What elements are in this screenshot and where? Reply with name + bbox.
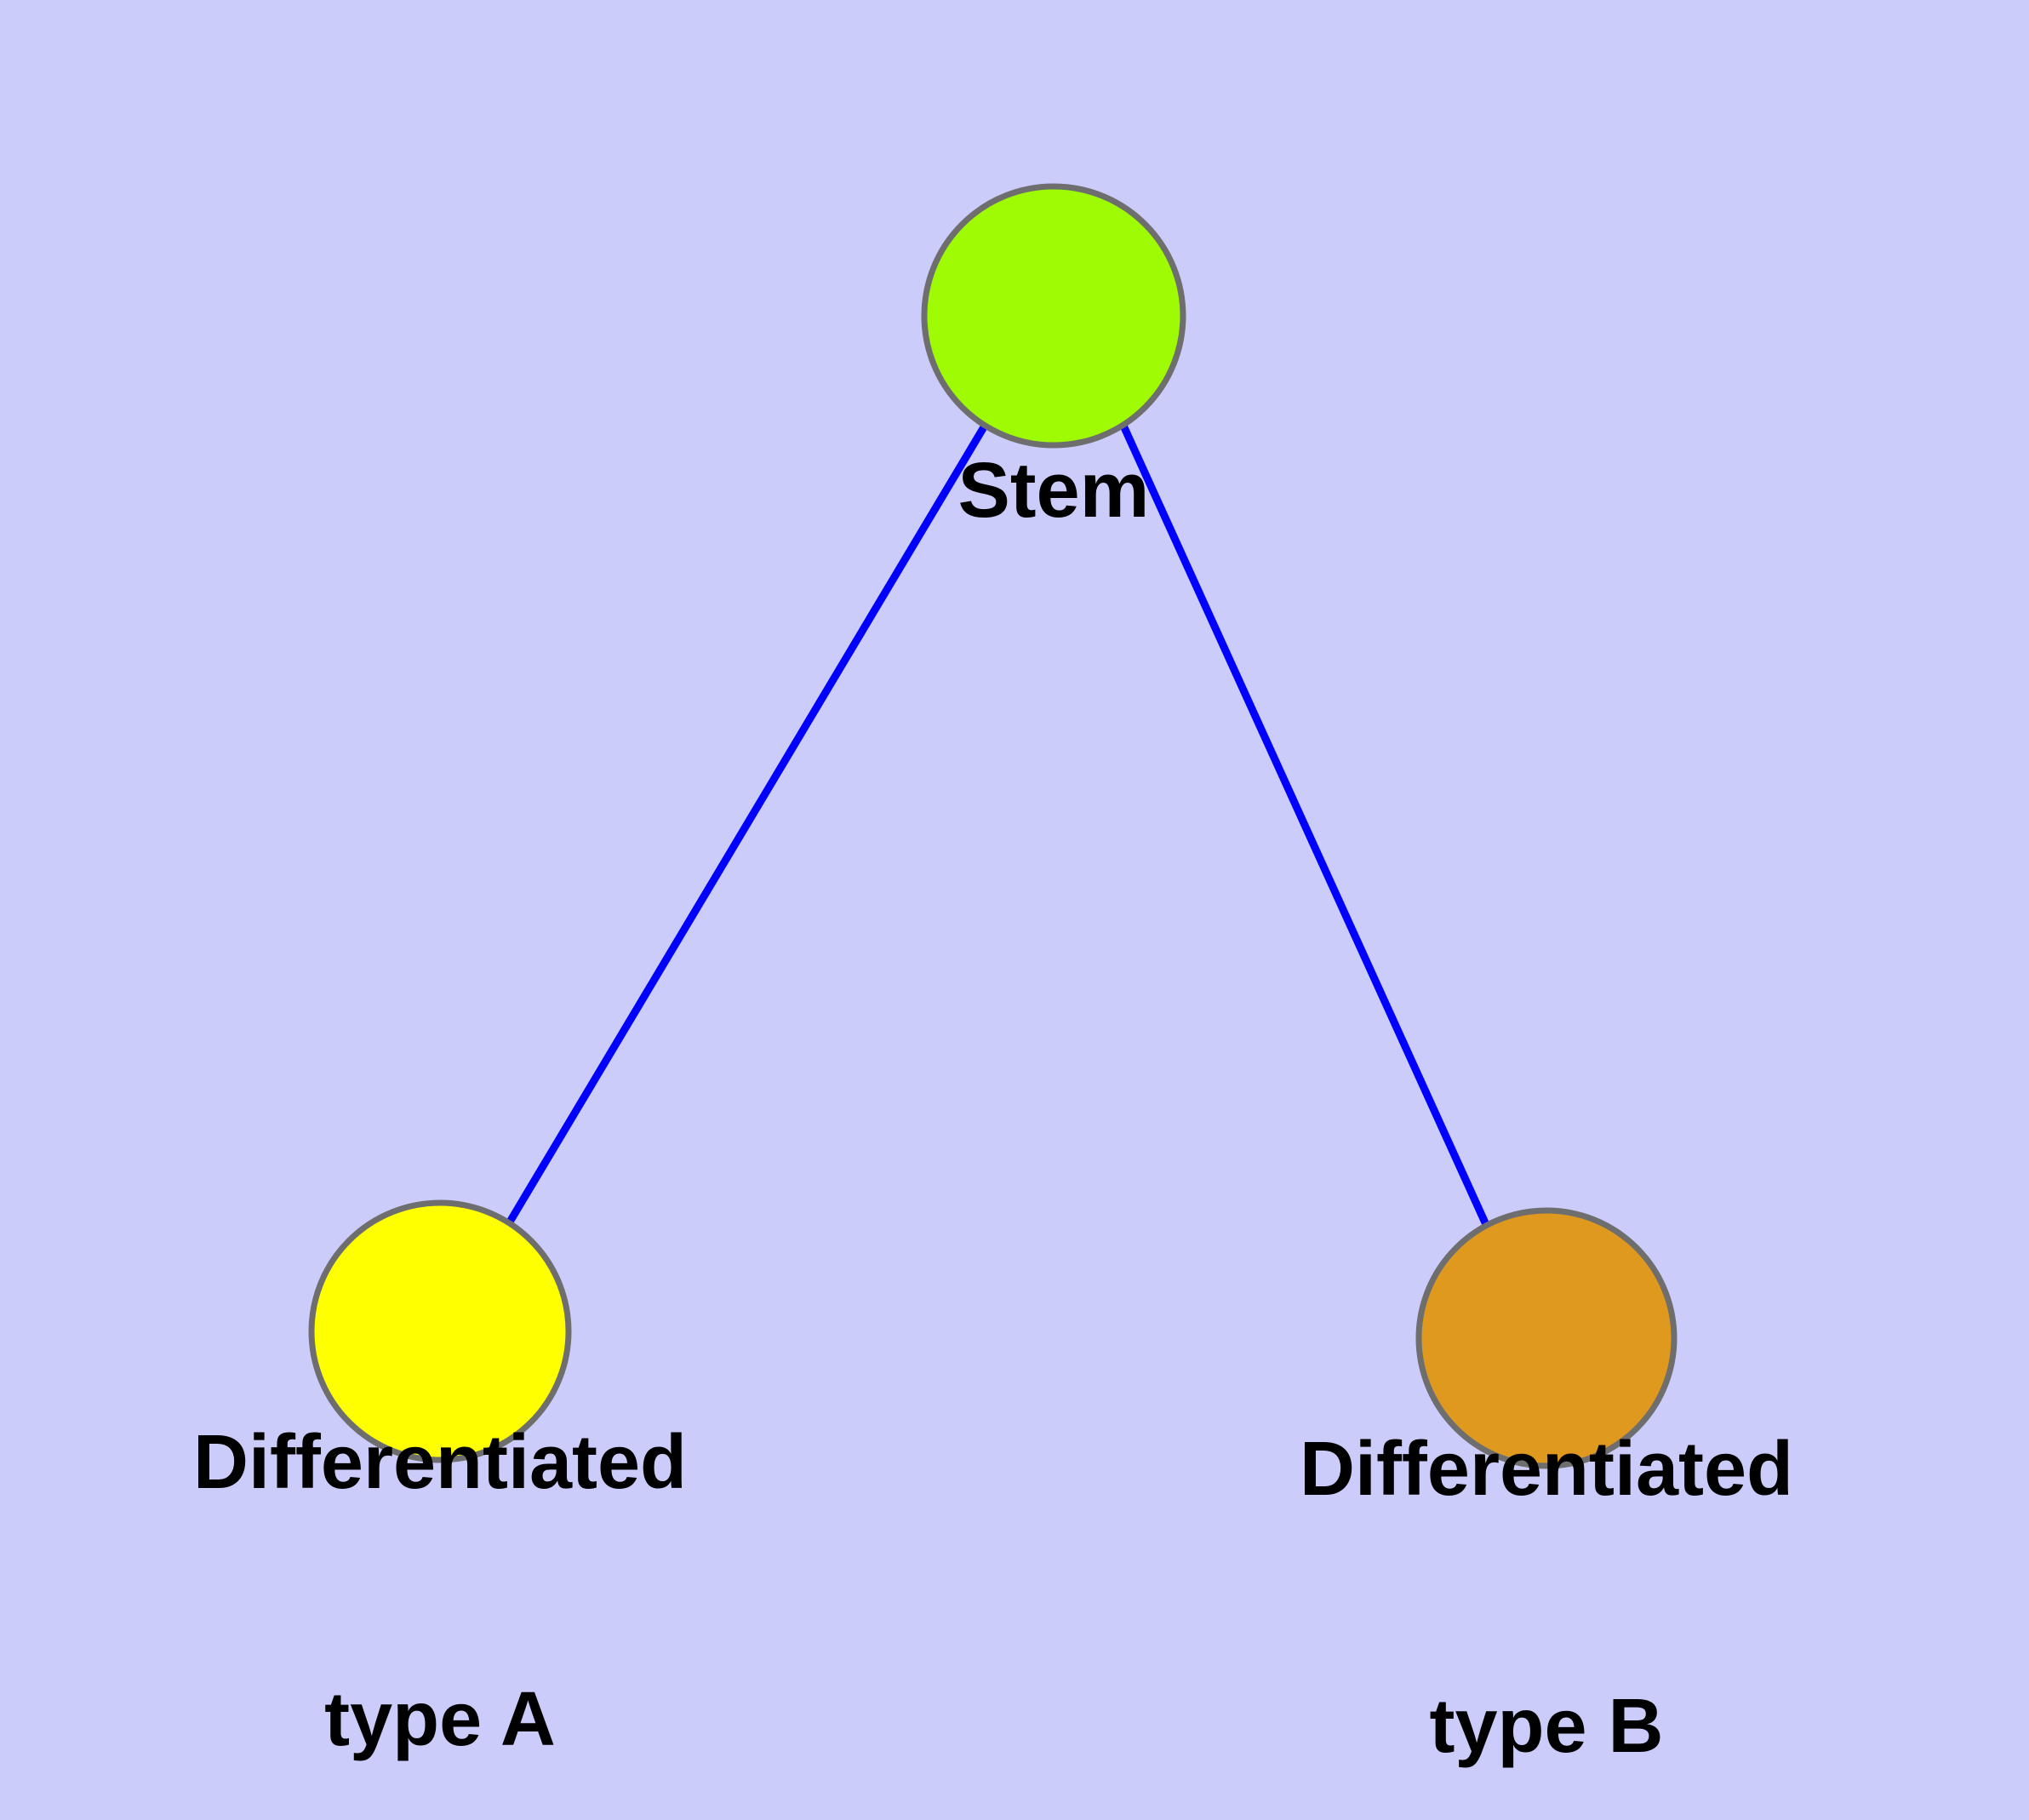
node-differentiated-type-b[interactable] <box>1415 1207 1677 1469</box>
edge-stem-to-diff-b[interactable] <box>1119 424 1492 1230</box>
node-stem[interactable] <box>921 183 1186 449</box>
edge-stem-to-diff-a[interactable] <box>506 423 988 1226</box>
node-differentiated-type-a[interactable] <box>308 1199 572 1463</box>
